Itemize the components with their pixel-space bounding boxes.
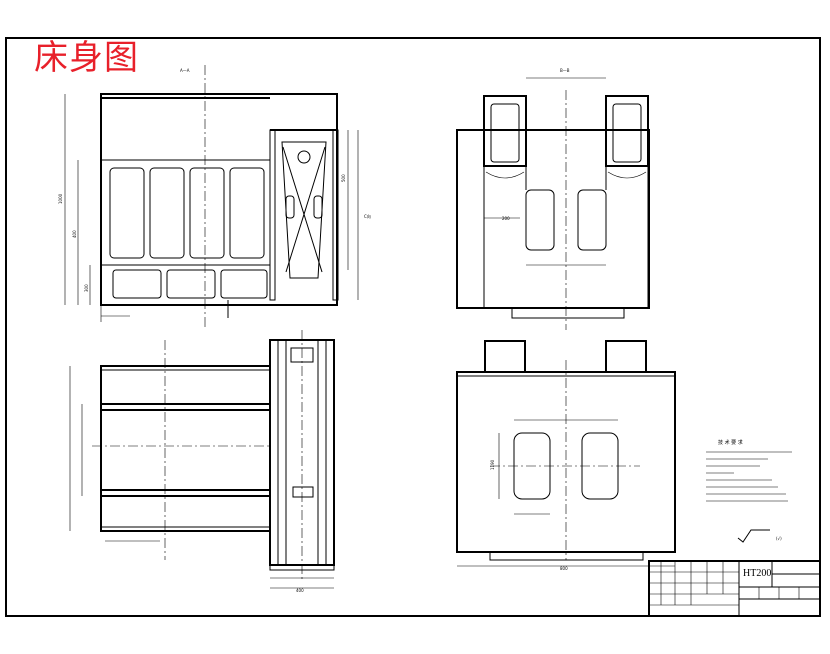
notes-heading: 技 术 要 求 — [718, 439, 743, 446]
dim-bed-height: 400 — [72, 230, 77, 238]
front-view — [64, 65, 359, 330]
end-view — [456, 340, 676, 567]
dim-base-height: 300 — [84, 284, 89, 292]
top-view — [69, 330, 335, 589]
drawing-title: 床身图 — [34, 38, 139, 78]
section-label-a: A—A — [180, 68, 190, 73]
drawing-frame — [5, 37, 821, 617]
section-label-b: B—B — [560, 68, 570, 73]
svg-text:(√): (√) — [776, 536, 782, 541]
side-view — [456, 77, 650, 330]
dim-end-width: 800 — [560, 566, 568, 571]
roughness-symbol — [737, 529, 770, 543]
title-block: HT200 — [648, 560, 821, 617]
dim-column-height: 500 — [341, 174, 346, 182]
dim-rail-offset: 200 — [502, 216, 510, 221]
dim-column-width: 400 — [296, 588, 304, 593]
technical-notes: 技 术 要 求 (√) — [706, 439, 792, 543]
view-label-c: C向 — [364, 213, 371, 219]
material-label: HT200 — [743, 568, 771, 579]
dim-overall-height: 1000 — [58, 193, 63, 204]
dim-window-height: 1190 — [490, 459, 495, 470]
